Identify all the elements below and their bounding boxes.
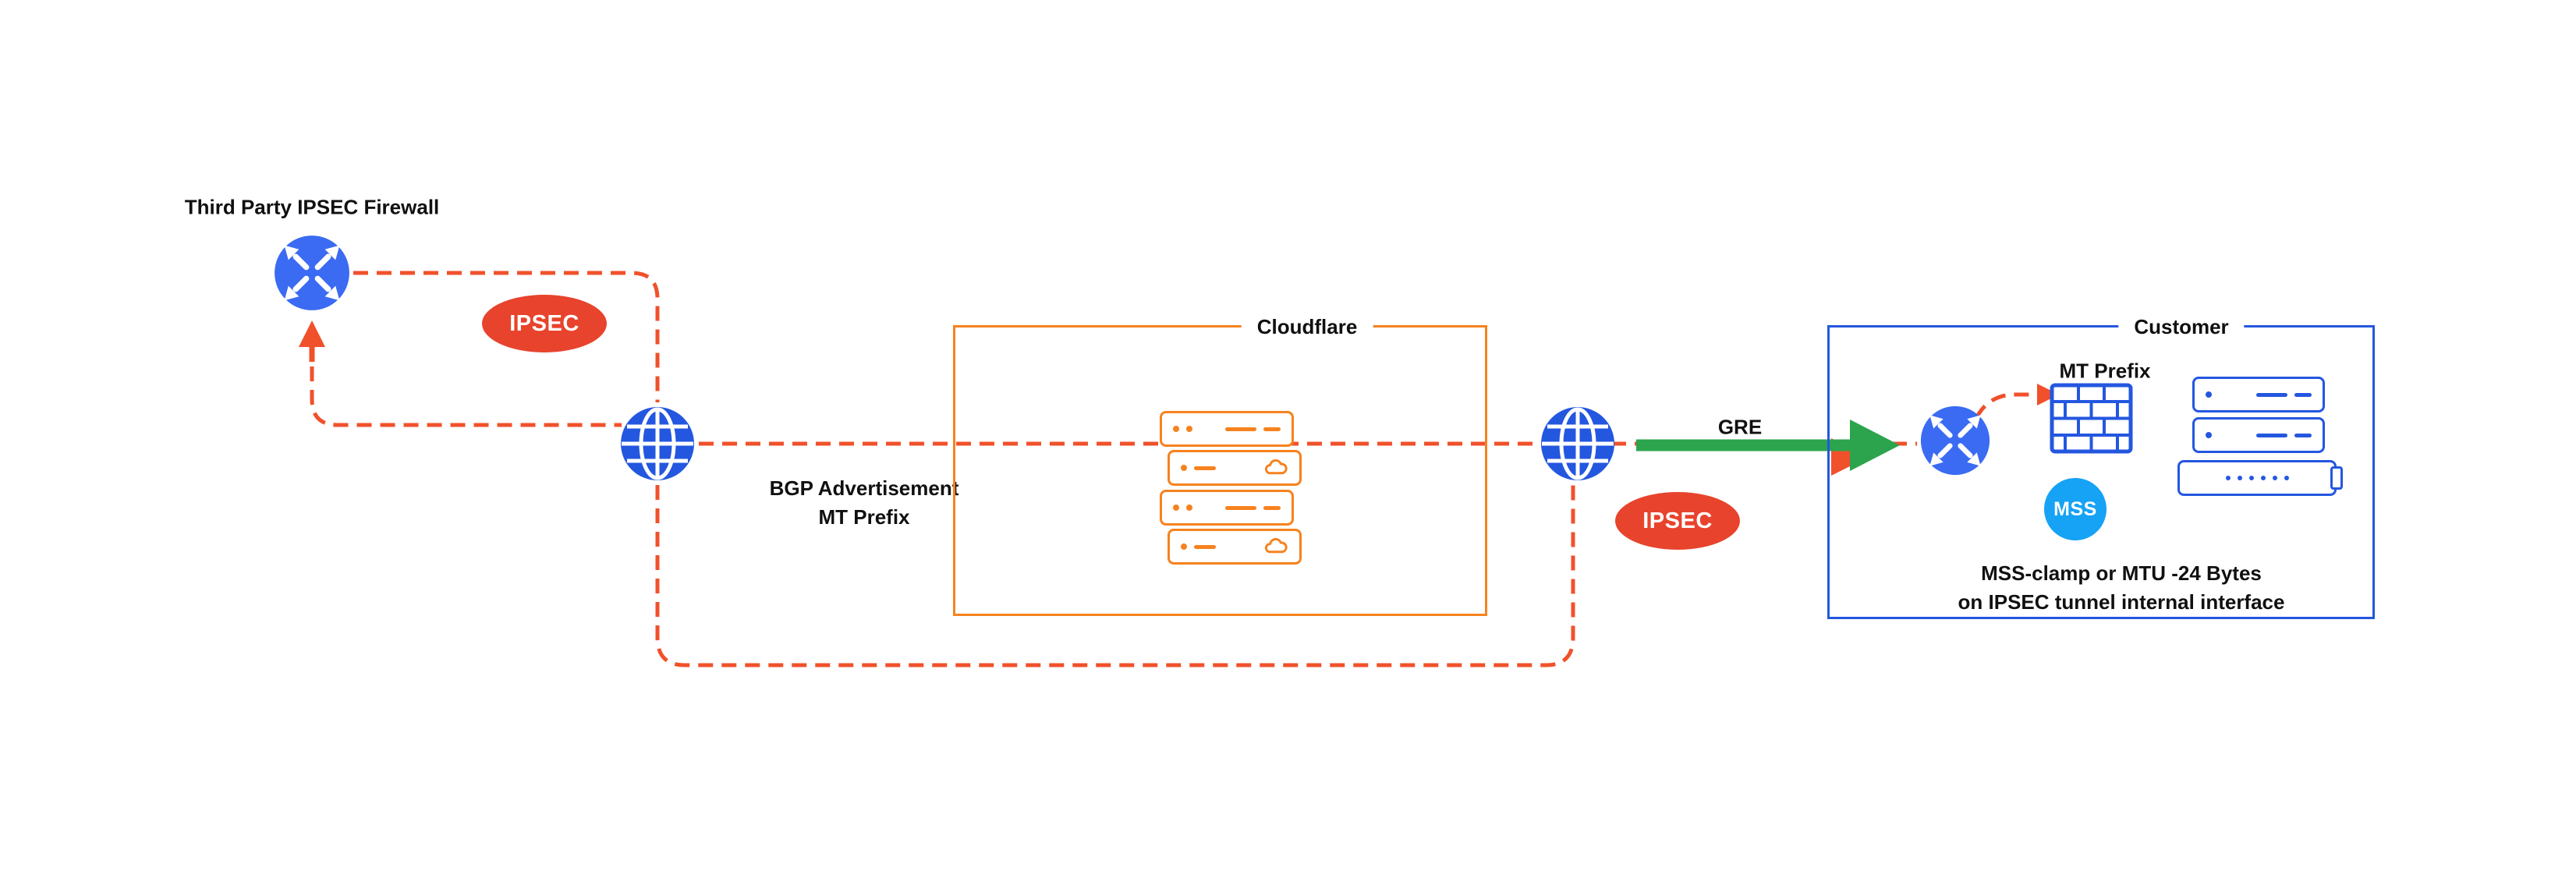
- server-slot-line: [1225, 505, 1256, 510]
- ipsec-badge-left: IPSEC: [482, 295, 607, 352]
- return-loop-path: [655, 485, 1575, 667]
- bgp-advertisement-line1: BGP Advertisement: [769, 476, 959, 500]
- mss-badge-label: MSS: [2053, 497, 2097, 520]
- server-slot-line: [1194, 466, 1216, 470]
- ipsec-badge-left-label: IPSEC: [509, 310, 579, 336]
- server-vent-dot: [2225, 476, 2231, 480]
- firewall-up-arrowhead: [299, 320, 325, 347]
- server-slot-line: [1225, 427, 1256, 431]
- mt-prefix-label: MT Prefix: [2059, 359, 2151, 383]
- server-vent-dot: [2248, 476, 2254, 480]
- cloudflare-box: Cloudflare: [953, 312, 1487, 616]
- server-led-dot: [1173, 426, 1179, 432]
- server-vent-dot: [2272, 476, 2277, 480]
- server-led-dot: [1173, 505, 1179, 511]
- server-led-dot: [2206, 432, 2212, 438]
- customer-box-label: Customer: [2118, 312, 2245, 342]
- ipsec-badge-right-label: IPSEC: [1642, 508, 1713, 533]
- server-vent-dot: [2237, 476, 2242, 480]
- third-party-firewall-label: Third Party IPSEC Firewall: [184, 195, 440, 219]
- server-vent-dot: [2260, 476, 2266, 480]
- server-slot-line: [1194, 544, 1216, 549]
- third-party-router-icon: [273, 234, 351, 312]
- customer-server-icon: [2192, 377, 2325, 412]
- brick-firewall-icon: [2050, 383, 2133, 454]
- cloud-icon: [1264, 459, 1288, 475]
- mss-note-line1: MSS-clamp or MTU -24 Bytes: [1981, 561, 2262, 585]
- server-led-dot: [1186, 426, 1192, 432]
- cloudflare-server-icon: [1168, 450, 1302, 486]
- bgp-advertisement-label: BGP Advertisement MT Prefix: [770, 474, 959, 532]
- mss-badge: MSS: [2044, 478, 2107, 540]
- customer-router-icon: [1919, 405, 1991, 476]
- server-led-dot: [1186, 505, 1192, 511]
- gre-label: GRE: [1717, 415, 1763, 439]
- cloudflare-box-label: Cloudflare: [1241, 312, 1373, 342]
- server-slot-line: [1263, 427, 1281, 431]
- server-led-dot: [1181, 465, 1187, 471]
- server-slot-line: [1263, 505, 1281, 510]
- mss-note-line2: on IPSEC tunnel internal interface: [1958, 590, 2285, 614]
- mt-prefix-arrowhead: [2037, 384, 2059, 405]
- internet-right-globe-icon: [1539, 405, 1617, 483]
- ipsec-badge-right: IPSEC: [1615, 492, 1740, 550]
- customer-box: Customer: [1827, 312, 2375, 619]
- mt-prefix-path: [1974, 392, 2034, 420]
- cloudflare-server-icon: [1160, 411, 1294, 447]
- cloud-icon: [1264, 538, 1288, 554]
- cloudflare-server-icon: [1168, 529, 1302, 565]
- bgp-advertisement-line2: MT Prefix: [818, 505, 910, 529]
- customer-server-icon: [2192, 417, 2325, 453]
- server-slot-line: [2256, 433, 2287, 437]
- cloudflare-server-icon: [1160, 490, 1294, 526]
- server-vent-dot: [2284, 476, 2289, 480]
- server-side-tab: [2330, 466, 2343, 490]
- mss-note: MSS-clamp or MTU -24 Bytes on IPSEC tunn…: [1958, 559, 2285, 617]
- server-slot-line: [2294, 392, 2312, 397]
- customer-server-icon: [2177, 460, 2337, 496]
- gre-arrowhead: [1850, 420, 1900, 471]
- server-slot-line: [2256, 392, 2287, 397]
- server-led-dot: [1181, 543, 1187, 550]
- server-led-dot: [2206, 391, 2212, 398]
- third-party-return-path: [310, 366, 622, 427]
- internet-left-globe-icon: [618, 405, 696, 483]
- server-slot-line: [2294, 433, 2312, 437]
